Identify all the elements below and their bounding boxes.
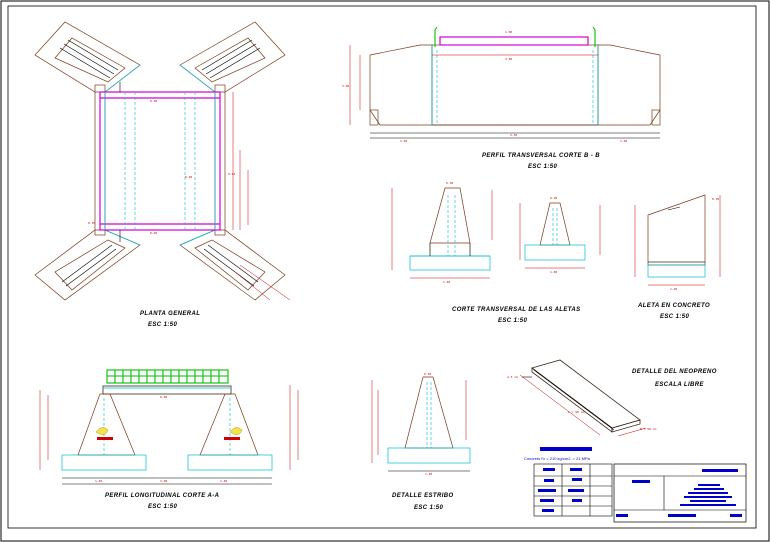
neopreno-dim-e: 2.5 cm (507, 375, 518, 379)
svg-text:1.00: 1.00 (505, 30, 512, 34)
neopreno-dim-b: B = 50 cm (640, 427, 656, 431)
planta-general-view: 0.20 0.20 0.62 0.20 0.30 PLANTA GENERAL … (34, 21, 291, 328)
planta-scale: ESC 1:50 (148, 322, 177, 328)
concrete-note: Concreto f'c = 210 kg/cm2. = 21 MPa (524, 447, 592, 461)
corte-aletas-scale: ESC 1:50 (498, 318, 527, 324)
svg-text:6.00: 6.00 (160, 395, 167, 399)
svg-text:2.50: 2.50 (510, 133, 517, 137)
svg-text:0.20: 0.20 (550, 196, 557, 200)
svg-text:1.60: 1.60 (400, 139, 407, 143)
perfil-transversal-title: PERFIL TRANSVERSAL CORTE B - B (482, 153, 600, 159)
aleta-concreto-view: 1.20 0.30 ALETA EN CONCRETO ESC 1:50 (634, 194, 721, 320)
estribo-view: 0.30 1.40 DETALLE ESTRIBO ESC 1:50 (371, 372, 471, 511)
planta-title: PLANTA GENERAL (140, 311, 200, 317)
concrete-note-text: Concreto f'c = 210 kg/cm2. = 21 MPa (524, 456, 591, 461)
svg-text:0.30: 0.30 (88, 221, 95, 225)
estribo-title: DETALLE ESTRIBO (392, 493, 454, 499)
svg-text:0.20: 0.20 (150, 231, 157, 235)
svg-text:0.30: 0.30 (424, 372, 431, 376)
perfil-longitudinal-scale: ESC 1:50 (148, 504, 177, 510)
estribo-scale: ESC 1:50 (414, 505, 443, 511)
svg-text:0.62: 0.62 (228, 172, 235, 176)
neopreno-scale: ESCALA LIBRE (655, 382, 705, 388)
svg-text:1.40: 1.40 (95, 479, 102, 483)
svg-text:0.30: 0.30 (712, 197, 719, 201)
neopreno-title: DETALLE DEL NEOPRENO (632, 369, 717, 375)
svg-text:1.40: 1.40 (425, 472, 432, 476)
title-block (613, 463, 747, 523)
svg-text:1.40: 1.40 (443, 280, 450, 284)
perfil-transversal-view: 1.00 3.50 3.00 1.60 1.60 2.50 PERFIL TRA… (342, 26, 661, 170)
svg-text:0.20: 0.20 (150, 99, 157, 103)
perfil-longitudinal-title: PERFIL LONGITUDINAL CORTE A-A (105, 493, 219, 499)
neopreno-dim-l: L = 90 cm (568, 410, 584, 414)
sheet-border-inner (7, 5, 757, 529)
quantities-table (533, 463, 613, 517)
svg-text:1.40: 1.40 (220, 479, 227, 483)
aleta-concreto-title: ALETA EN CONCRETO (637, 303, 710, 309)
svg-text:3.00: 3.00 (160, 479, 167, 483)
svg-text:1.60: 1.60 (620, 139, 627, 143)
svg-text:0.30: 0.30 (446, 181, 453, 185)
svg-text:0.20: 0.20 (185, 175, 192, 179)
aleta-concreto-scale: ESC 1:50 (660, 314, 689, 320)
svg-text:3.00: 3.00 (342, 84, 349, 88)
corte-aletas-title: CORTE TRANSVERSAL DE LAS ALETAS (452, 307, 581, 313)
perfil-longitudinal-view: 6.00 1.40 1.40 3.00 PERFIL LONGITUDINAL … (39, 369, 299, 510)
corte-aletas-view: 0.30 1.40 0.20 1.00 CORTE TRANSVERSAL DE… (391, 181, 601, 324)
svg-text:3.50: 3.50 (505, 57, 512, 61)
neopreno-view: L = 90 cm B = 50 cm 2.5 cm DETALLE DEL N… (507, 359, 717, 437)
perfil-transversal-scale: ESC 1:50 (528, 164, 557, 170)
svg-text:1.20: 1.20 (670, 287, 677, 291)
svg-text:1.00: 1.00 (550, 270, 557, 274)
